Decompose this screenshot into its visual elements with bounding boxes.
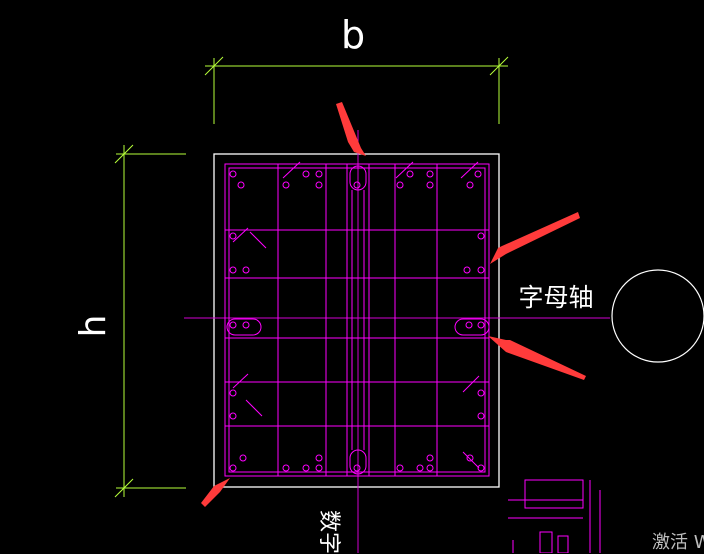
rebar-bar (406, 170, 414, 178)
rebar-bar (416, 464, 424, 472)
rebar-bar (229, 266, 237, 274)
annotation-arrows (201, 102, 586, 507)
rebar-bar (426, 464, 434, 472)
rebar-bar (477, 266, 485, 274)
rebar-bar (315, 464, 323, 472)
hook-mark (282, 161, 301, 179)
rebar-bar (229, 464, 237, 472)
dimension-b-label: b (341, 13, 365, 57)
rebar-bar (396, 464, 404, 472)
arrow-right-upper (490, 212, 580, 264)
rebar-bar (302, 464, 310, 472)
rebar-bar (474, 170, 482, 178)
hook-mark (232, 227, 249, 243)
rebar-bar (242, 266, 250, 274)
arrow-top (336, 102, 366, 156)
rebar-bar (426, 170, 434, 178)
dimension-h-label: h (73, 315, 114, 338)
rebar-bar (477, 412, 485, 420)
dimension-h (114, 144, 186, 498)
rebar-bar (315, 454, 323, 462)
rebar-bar (465, 321, 473, 329)
hook-mark (395, 161, 414, 179)
rebar-bar (477, 232, 485, 240)
rebar-bar (237, 181, 245, 189)
rebar-bar (242, 321, 250, 329)
rebar-bar (426, 181, 434, 189)
rebar-bar (229, 412, 237, 420)
rebar-bar (477, 389, 485, 397)
hook-mark (460, 161, 479, 179)
rebar-bar (282, 464, 290, 472)
rebar-layout (224, 161, 490, 477)
rebar-bar (315, 181, 323, 189)
hook-mark (232, 373, 249, 389)
side-tie-left (226, 318, 262, 336)
rebar-bar (302, 170, 310, 178)
outer-stirrup (224, 163, 490, 477)
dimension-b (204, 56, 509, 124)
axis-bubble (611, 269, 704, 363)
rebar-bar (466, 181, 474, 189)
rebar-bar (353, 464, 361, 472)
center-tie-top (349, 165, 367, 191)
rebar-bar (282, 181, 290, 189)
rebar-bar (396, 181, 404, 189)
hook-mark (249, 231, 267, 249)
rebar-bar (426, 454, 434, 462)
letter-axis-label: 字母轴 (518, 283, 593, 312)
center-tie-bottom (349, 449, 367, 475)
arrow-bottom-left (201, 478, 230, 507)
rebar-bar (229, 232, 237, 240)
number-axis-label: 数字轴 (316, 510, 341, 553)
rebar-bar (477, 321, 485, 329)
side-tie-right (454, 318, 490, 336)
hook-mark (245, 399, 263, 417)
partial-detail-drawing (508, 479, 601, 553)
hook-mark (462, 375, 480, 393)
rebar-bar (239, 454, 247, 462)
rebar-bar (315, 170, 323, 178)
arrow-right-lower (488, 336, 586, 380)
rebar-bar (229, 389, 237, 397)
activation-watermark: 激活 W (652, 532, 704, 553)
rebar-bar (466, 454, 474, 462)
rebar-bar (229, 170, 237, 178)
rebar-bar (229, 321, 237, 329)
column-outline (213, 153, 500, 488)
rebar-bar (477, 464, 485, 472)
hook-mark (462, 451, 480, 469)
rebar-bar (353, 181, 361, 189)
rebar-bar (463, 266, 471, 274)
